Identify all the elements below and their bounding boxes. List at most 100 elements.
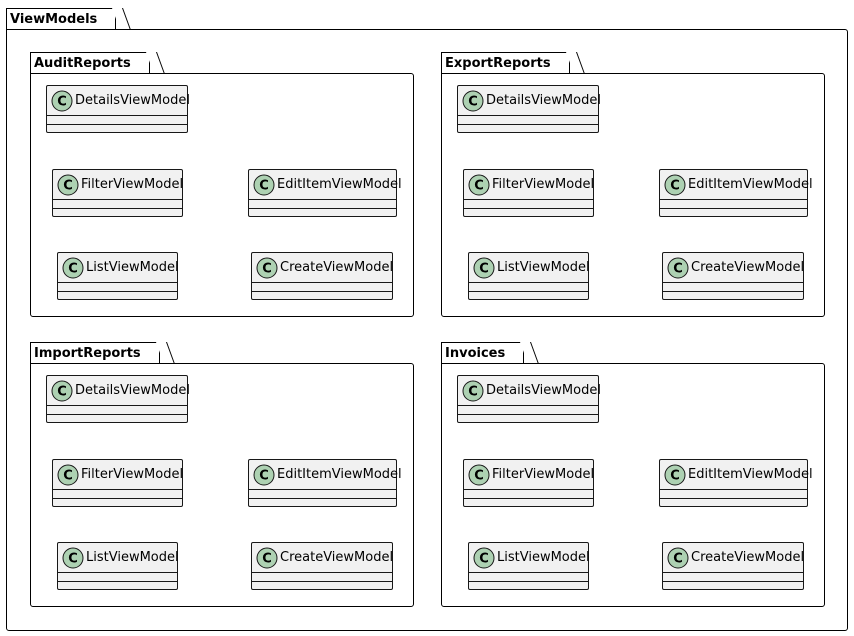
svg-text:C: C [57,384,67,399]
class-icon: C [667,257,689,278]
methods-divider [663,581,803,582]
methods-divider [249,208,396,209]
attributes-divider [58,572,177,573]
methods-divider [458,414,598,415]
svg-text:C: C [57,94,67,109]
methods-divider [663,291,803,292]
class-name: FilterViewModel [492,467,595,482]
class-name: CreateViewModel [691,260,805,275]
class-icon: C [51,380,73,401]
svg-text:C: C [670,468,680,483]
class-header: C FilterViewModel [53,460,184,489]
class-filter-view-model: C FilterViewModel [463,459,594,507]
methods-divider [58,291,177,292]
class-name: ListViewModel [497,260,590,275]
attributes-divider [47,115,187,116]
methods-divider [469,581,588,582]
methods-divider [53,498,182,499]
methods-divider [47,124,187,125]
svg-text:C: C [673,551,683,566]
class-icon: C [468,464,490,485]
class-create-view-model: C CreateViewModel [662,542,804,590]
class-name: ListViewModel [86,260,179,275]
class-edit-item-view-model: C EditItemViewModel [248,169,402,217]
attributes-divider [660,489,807,490]
svg-text:C: C [479,261,489,276]
class-header: C FilterViewModel [464,460,595,489]
class-icon: C [256,547,278,568]
methods-divider [660,208,807,209]
package-title: AuditReports [30,52,150,74]
class-icon: C [57,464,79,485]
class-icon: C [253,174,275,195]
attributes-divider [660,199,807,200]
attributes-divider [469,282,588,283]
svg-text:C: C [68,551,78,566]
attributes-divider [458,405,598,406]
package-title: ImportReports [30,342,160,364]
svg-text:C: C [68,261,78,276]
class-name: CreateViewModel [280,260,394,275]
attributes-divider [249,199,396,200]
svg-text:C: C [474,178,484,193]
class-icon: C [667,547,689,568]
class-header: C EditItemViewModel [249,460,402,489]
attributes-divider [252,282,392,283]
class-name: EditItemViewModel [277,467,402,482]
svg-text:C: C [259,178,269,193]
svg-text:C: C [474,468,484,483]
attributes-divider [464,489,593,490]
class-name: FilterViewModel [81,467,184,482]
attributes-divider [252,572,392,573]
class-icon: C [468,174,490,195]
class-name: FilterViewModel [492,177,595,192]
class-name: FilterViewModel [81,177,184,192]
class-icon: C [664,174,686,195]
class-name: CreateViewModel [691,550,805,565]
methods-divider [249,498,396,499]
class-name: EditItemViewModel [277,177,402,192]
class-filter-view-model: C FilterViewModel [52,459,183,507]
class-name: DetailsViewModel [486,383,601,398]
package-title: Invoices [441,342,525,364]
svg-text:C: C [673,261,683,276]
class-list-view-model: C ListViewModel [468,542,590,590]
class-list-view-model: C ListViewModel [468,252,590,300]
svg-text:C: C [479,551,489,566]
methods-divider [464,498,593,499]
class-name: DetailsViewModel [486,93,601,108]
attributes-divider [53,489,182,490]
class-name: EditItemViewModel [688,177,813,192]
svg-text:C: C [670,178,680,193]
class-name: EditItemViewModel [688,467,813,482]
methods-divider [464,208,593,209]
svg-text:C: C [63,468,73,483]
class-name: ListViewModel [86,550,179,565]
attributes-divider [58,282,177,283]
attributes-divider [47,405,187,406]
class-header: C EditItemViewModel [660,460,813,489]
class-header: C ListViewModel [469,543,590,572]
class-list-view-model: C ListViewModel [57,542,179,590]
svg-text:C: C [63,178,73,193]
class-filter-view-model: C FilterViewModel [463,169,594,217]
svg-text:C: C [259,468,269,483]
package-title: ExportReports [441,52,570,74]
class-icon: C [473,257,495,278]
attributes-divider [458,115,598,116]
class-icon: C [664,464,686,485]
class-icon: C [256,257,278,278]
class-edit-item-view-model: C EditItemViewModel [659,169,813,217]
class-icon: C [62,257,84,278]
class-name: ListViewModel [497,550,590,565]
package-title: ViewModels [6,8,117,30]
class-list-view-model: C ListViewModel [57,252,179,300]
